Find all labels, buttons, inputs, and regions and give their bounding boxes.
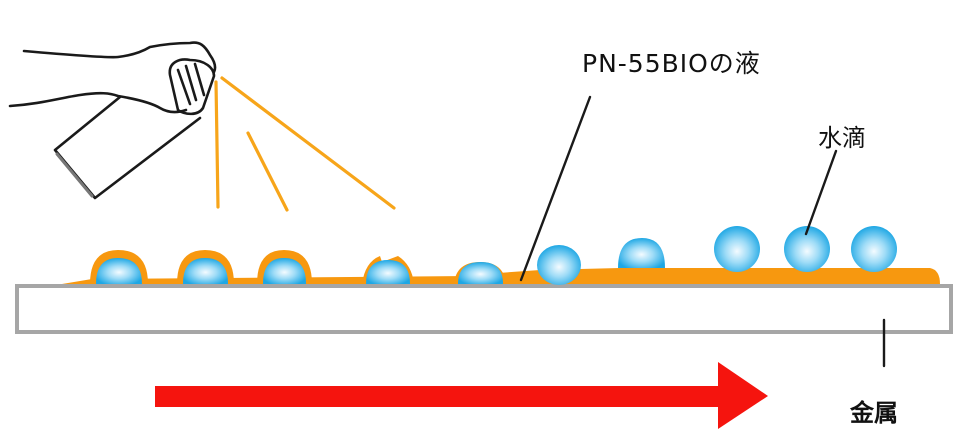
spray-lines-icon [214, 76, 396, 212]
label-water-droplets: 水滴 [818, 124, 866, 152]
liquid-leader-line [519, 95, 592, 282]
water-droplets-covered [90, 250, 506, 284]
hand-spray-can-icon [8, 41, 217, 200]
time-arrow-icon [155, 362, 768, 429]
water-leader-line [804, 149, 838, 236]
label-liquid: PN-55BIOの液 [582, 49, 761, 78]
label-metal: 金属 [850, 399, 898, 427]
water-droplets-on-film [537, 226, 897, 285]
metal-plate [15, 284, 953, 334]
